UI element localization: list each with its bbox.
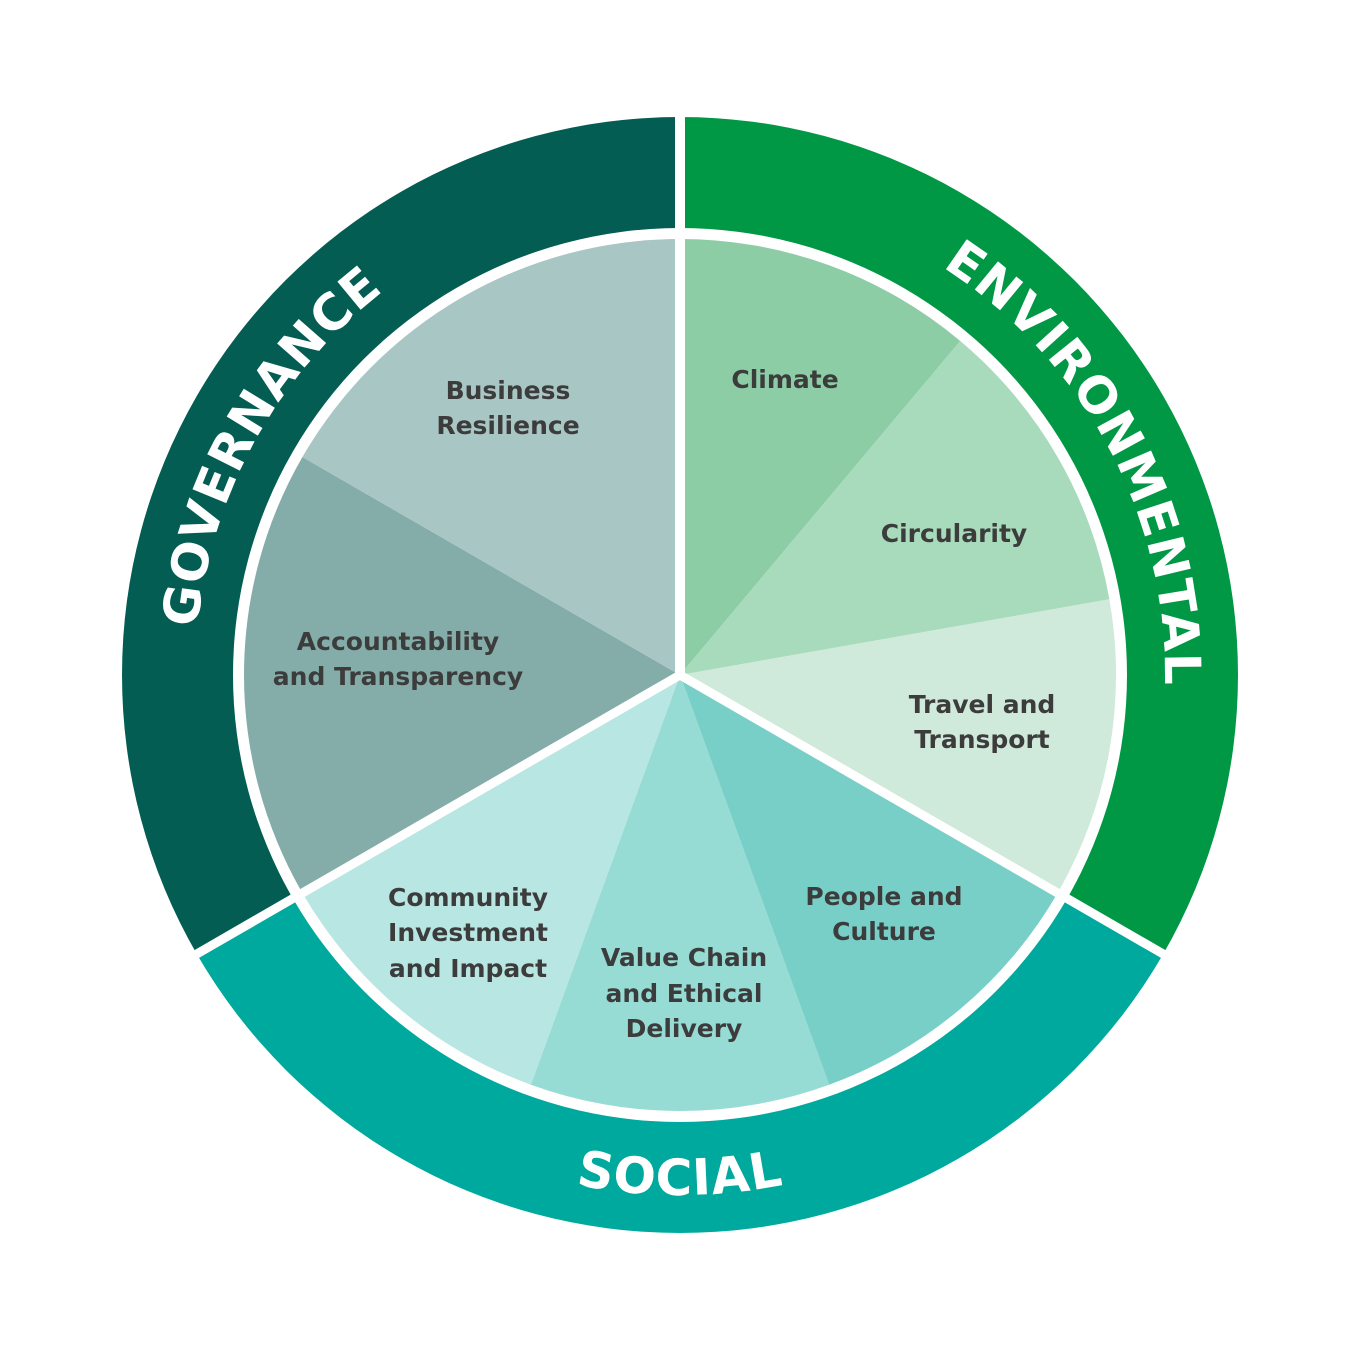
- divider-line: [677, 671, 1169, 960]
- label-accountability-line1: Accountability: [297, 627, 499, 656]
- ring-segment-governance: [122, 117, 680, 954]
- slice-accountability: [243, 457, 681, 893]
- label-climate: Climate: [731, 365, 838, 394]
- slice-business-resilience: [302, 238, 680, 675]
- slice-climate: [680, 239, 961, 675]
- label-community-line1: Community: [388, 883, 548, 912]
- slice-community-investment: [302, 675, 680, 1085]
- label-travel-line1: Travel and: [909, 690, 1056, 719]
- category-dividers: [191, 113, 1169, 960]
- label-business-line1: Business: [446, 376, 571, 405]
- label-community-line3: and Impact: [389, 954, 547, 983]
- slice-travel-and-transport: [680, 599, 1117, 893]
- ring-segment-environmental: [680, 117, 1238, 954]
- label-people-line2: Culture: [832, 917, 936, 946]
- label-travel-line2: Transport: [914, 725, 1050, 754]
- ring-segment-social: [196, 898, 1164, 1233]
- label-value-line2: and Ethical: [606, 979, 763, 1008]
- label-business-line2: Resilience: [436, 411, 579, 440]
- label-circularity: Circularity: [881, 519, 1027, 548]
- slice-value-chain: [530, 675, 830, 1112]
- category-label-social: SOCIAL: [573, 1139, 786, 1207]
- divider-line: [191, 671, 683, 960]
- label-accountability-line2: and Transparency: [273, 662, 523, 691]
- slice-circularity: [680, 341, 1110, 675]
- label-value-line1: Value Chain: [601, 943, 767, 972]
- slice-people-and-culture: [680, 675, 1058, 1085]
- label-value-line3: Delivery: [626, 1014, 743, 1043]
- label-community-line2: Investment: [388, 918, 548, 947]
- label-people-line1: People and: [805, 882, 962, 911]
